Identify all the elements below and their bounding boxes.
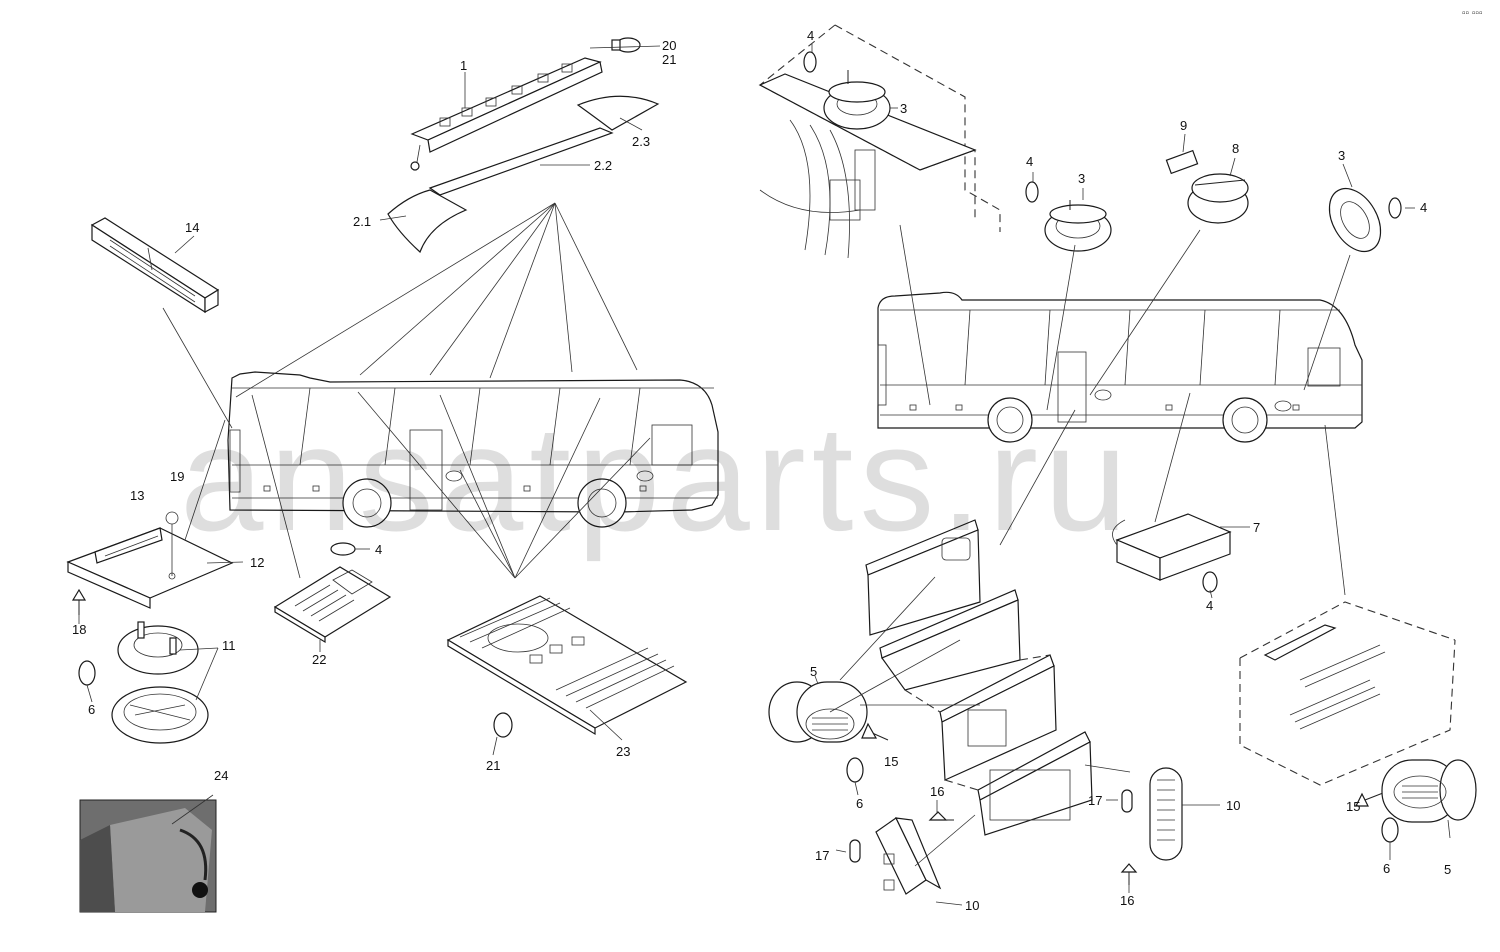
bulb-4-mid-icon	[1025, 181, 1039, 203]
callout-3-right: 3	[1338, 148, 1345, 163]
callout-13: 13	[130, 488, 144, 503]
callout-4-lower: 4	[1206, 598, 1213, 613]
screw-16-top-icon	[928, 811, 954, 821]
callout-10-right: 10	[1226, 798, 1240, 813]
callout-7: 7	[1253, 520, 1260, 535]
bulb-17-right-icon	[1121, 789, 1133, 813]
callout-16-bottom: 16	[1120, 893, 1134, 908]
callout-9: 9	[1180, 118, 1187, 133]
callout-15-right: 15	[1346, 799, 1360, 814]
bulb-6-mid-icon	[846, 757, 864, 783]
callout-21-top: 21	[662, 52, 676, 67]
callout-4-left: 4	[375, 542, 382, 557]
callout-8: 8	[1232, 141, 1239, 156]
bulb-17-left-icon	[849, 839, 861, 863]
watermark-text: ansatparts.ru	[180, 394, 1133, 562]
callout-11: 11	[222, 638, 236, 653]
part-7-control-unit	[1112, 513, 1232, 581]
callout-5-right: 5	[1444, 862, 1451, 877]
part-12-mounting-plate	[66, 511, 234, 609]
bus-right-side-view	[877, 291, 1363, 443]
bulb-4-right-icon	[1388, 197, 1402, 219]
callout-6-right: 6	[1383, 861, 1390, 876]
part-1-light-strip	[410, 57, 603, 171]
callout-6-left: 6	[88, 702, 95, 717]
callout-17-right: 17	[1088, 793, 1102, 808]
entrance-steps	[865, 519, 1093, 836]
bulb-21-icon	[493, 712, 513, 738]
callout-2-1: 2.1	[353, 214, 371, 229]
speaker-3-top	[823, 70, 891, 130]
screw-18-icon	[71, 588, 87, 615]
bulb-4-top-icon	[803, 51, 817, 73]
callout-4-right: 4	[1420, 200, 1427, 215]
bulb-4-lower-icon	[1202, 571, 1218, 593]
part-2-1-lens	[387, 189, 468, 254]
bulb-6-right-icon	[1381, 817, 1399, 843]
interior-side-box	[1239, 601, 1456, 786]
part-23-ceiling-panel	[446, 595, 688, 736]
callout-2-2: 2.2	[594, 158, 612, 173]
part-5-marker-light-left	[768, 681, 868, 743]
callout-22: 22	[312, 652, 326, 667]
callout-3-top: 3	[900, 101, 907, 116]
callout-labels: 1 20 21 2.3 2.2 2.1 14 19 13 12 4 18 11 …	[72, 28, 1451, 913]
part-14-light-bar	[90, 217, 220, 314]
callout-21-bottom: 21	[486, 758, 500, 773]
part-9-connector	[1165, 149, 1199, 175]
part-11-lamp	[111, 621, 209, 744]
leader-lines-left	[78, 45, 661, 825]
callout-16-top: 16	[930, 784, 944, 799]
roof-section-box	[758, 24, 1001, 259]
callout-24: 24	[214, 768, 228, 783]
callout-4-top: 4	[807, 28, 814, 43]
callout-1: 1	[460, 58, 467, 73]
bulb-20-icon	[611, 37, 641, 53]
part-22-control-panel	[273, 566, 392, 644]
part-8-speaker	[1187, 173, 1249, 224]
callout-3-mid: 3	[1078, 171, 1085, 186]
callout-15-left: 15	[884, 754, 898, 769]
part-10-step-light-right	[1149, 767, 1183, 861]
callout-14: 14	[185, 220, 199, 235]
screw-16-bottom-icon	[1120, 863, 1138, 885]
part-10-step-light-left	[875, 817, 942, 895]
leader-lines-right	[811, 44, 1451, 906]
callout-20: 20	[662, 38, 676, 53]
callout-19: 19	[170, 469, 184, 484]
corner-mark: ▫▫ ▫▫▫	[1462, 8, 1483, 19]
callout-17-left: 17	[815, 848, 829, 863]
callout-23: 23	[616, 744, 630, 759]
callout-4-mid: 4	[1026, 154, 1033, 169]
callout-5-left: 5	[810, 664, 817, 679]
part-24-photo	[79, 799, 217, 913]
speaker-3-right	[1328, 187, 1382, 253]
callout-2-3: 2.3	[632, 134, 650, 149]
part-5-marker-light-right	[1381, 759, 1477, 823]
callout-18: 18	[72, 622, 86, 637]
callout-10-left: 10	[965, 898, 979, 913]
callout-12: 12	[250, 555, 264, 570]
screw-15-left-icon	[861, 722, 889, 741]
speaker-3-middle	[1044, 200, 1112, 252]
part-2-3-lens	[576, 95, 660, 131]
bulb-6-icon	[78, 660, 96, 686]
callout-6-mid: 6	[856, 796, 863, 811]
screw-15-right-icon	[1355, 792, 1384, 807]
part-2-2-panel	[428, 127, 614, 196]
